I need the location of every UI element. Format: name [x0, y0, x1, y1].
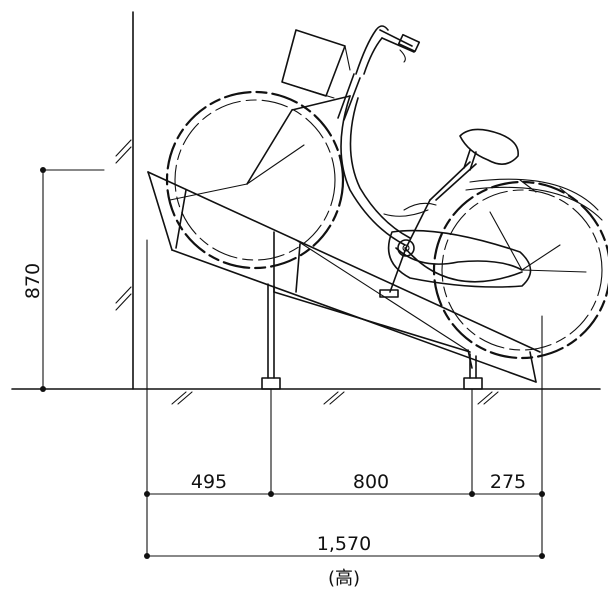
rear-wheel	[432, 178, 608, 360]
wall	[115, 11, 134, 390]
rack-frame	[147, 171, 541, 390]
caption: (高)	[328, 568, 360, 589]
segment-1-label: 495	[191, 471, 227, 493]
saddle	[459, 128, 519, 171]
segment-3-label: 275	[490, 471, 526, 493]
front-wheel	[165, 90, 345, 270]
total-dimension-label: 1,570	[317, 533, 371, 555]
bicycle-frame	[340, 95, 532, 298]
segment-2-label: 800	[353, 471, 389, 493]
basket	[281, 29, 351, 99]
handlebar	[291, 25, 421, 121]
ground-line	[11, 388, 601, 405]
dimension-lines	[40, 167, 545, 559]
height-dimension-label: 870	[22, 263, 44, 299]
